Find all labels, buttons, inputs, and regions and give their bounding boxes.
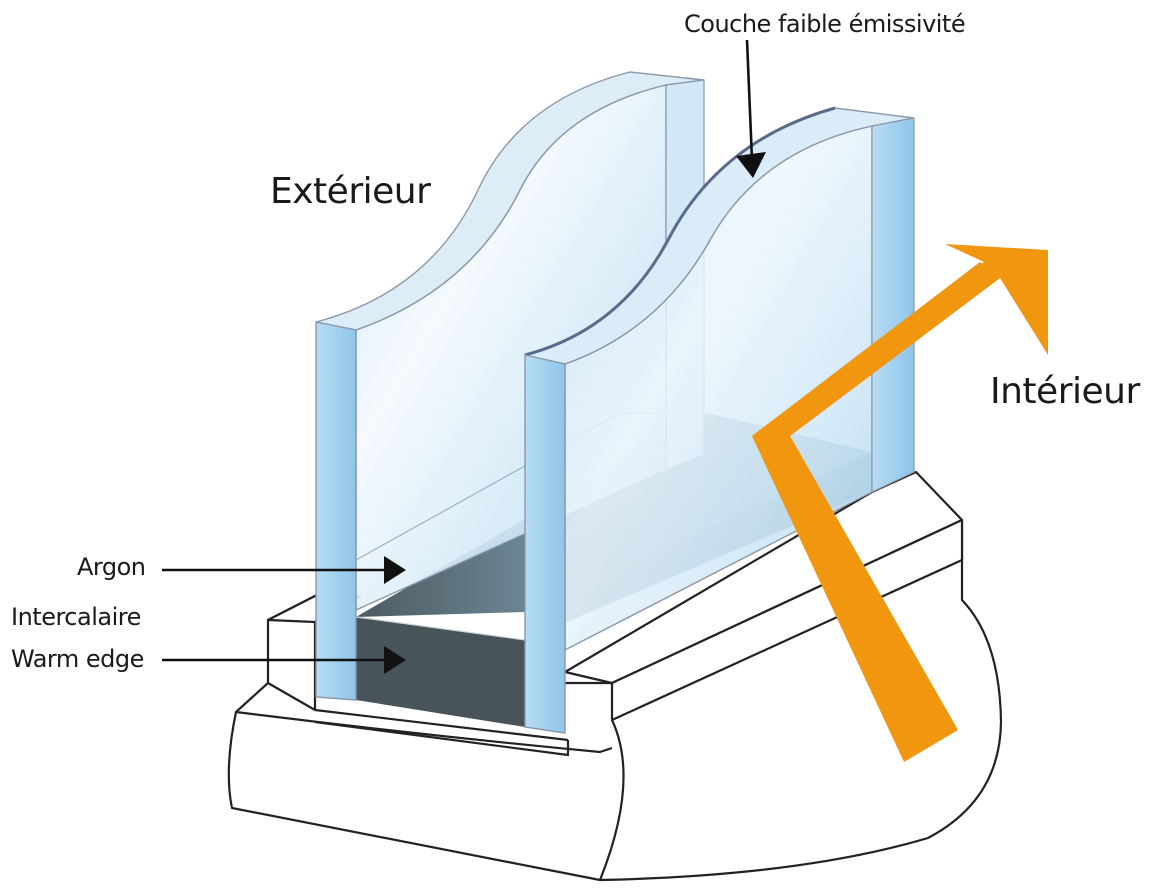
argon-pointer-head: [384, 556, 406, 584]
label-argon: Argon: [77, 553, 146, 581]
label-low-e-coating: Couche faible émissivité: [684, 10, 966, 38]
label-interior: Intérieur: [990, 371, 1140, 412]
spacer-pointer-head: [384, 646, 406, 674]
sun-heat-arrow-joint: [752, 262, 1000, 436]
inner-pane-left-edge: [524, 354, 566, 734]
frame-inner-wall: [314, 720, 570, 757]
label-spacer-line2: Warm edge: [11, 645, 144, 673]
label-exterior: Extérieur: [270, 171, 431, 212]
inner-pane-right-edge: [871, 117, 915, 493]
outer-pane-left-edge: [315, 321, 357, 701]
pointer-arrows: [162, 39, 766, 674]
spacer-front-face: [356, 617, 525, 727]
low-e-pointer-line: [745, 39, 754, 161]
frame-base-front-curve: [598, 719, 625, 881]
label-spacer-line1: Intercalaire: [11, 603, 141, 631]
frame-channel-floor: [314, 708, 569, 742]
frame: [227, 470, 1003, 882]
low-e-pointer-head: [736, 152, 766, 178]
low-e-coating-line: [524, 106, 836, 357]
